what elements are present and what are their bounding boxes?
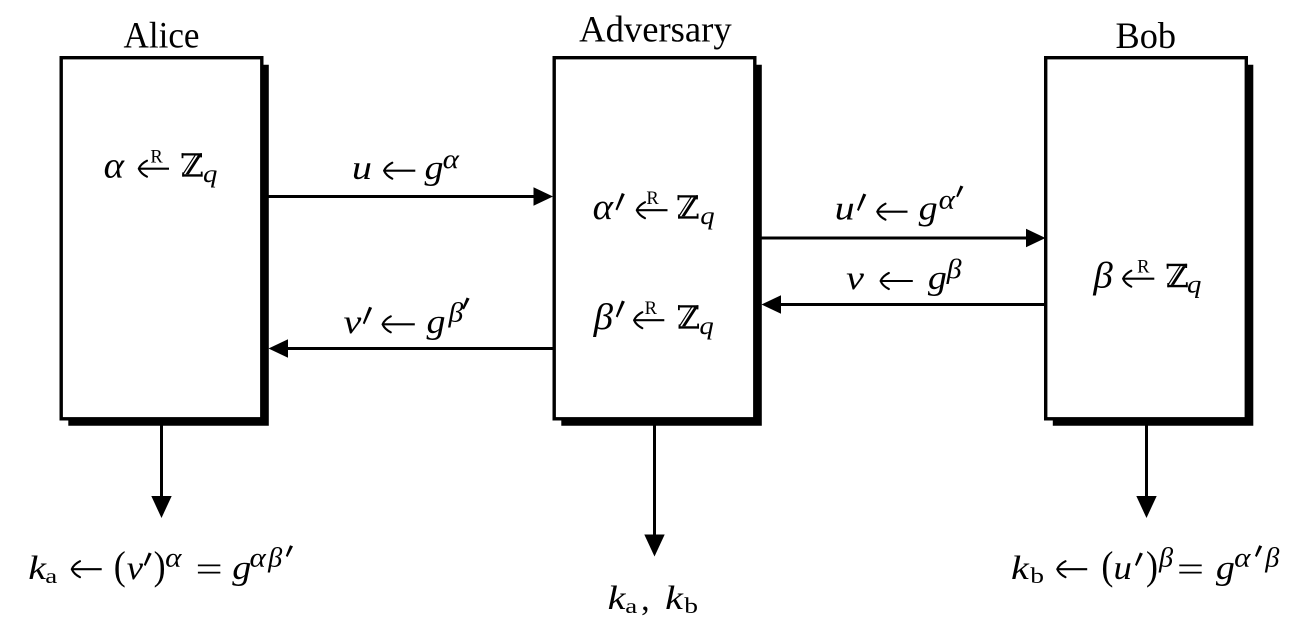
svg-text:=: = <box>1177 550 1204 590</box>
svg-text:β: β <box>267 542 282 572</box>
svg-text:k: k <box>28 550 47 587</box>
svg-text:v: v <box>127 548 144 586</box>
svg-text:a: a <box>625 594 637 618</box>
svg-text:q: q <box>699 312 713 340</box>
svg-text:α: α <box>165 543 182 573</box>
svg-text:g: g <box>919 189 938 227</box>
svg-text:b: b <box>684 594 698 618</box>
svg-text:α: α <box>939 185 956 215</box>
svg-text:u: u <box>1114 548 1132 586</box>
svg-text:): ) <box>1146 544 1158 588</box>
svg-text:g: g <box>928 259 947 297</box>
svg-text:,: , <box>641 581 650 618</box>
svg-text:R: R <box>645 299 658 319</box>
svg-text:β: β <box>1264 542 1279 572</box>
svg-text:=: = <box>196 550 223 590</box>
svg-text:(: ( <box>114 544 126 588</box>
svg-text:α: α <box>104 145 126 186</box>
svg-text:g: g <box>1216 549 1235 587</box>
svg-text:α: α <box>593 187 615 228</box>
svg-text:g: g <box>427 303 446 341</box>
svg-text:k: k <box>608 580 627 617</box>
svg-text:β: β <box>593 297 613 338</box>
svg-text:α: α <box>1234 543 1251 573</box>
svg-text:R: R <box>1137 258 1150 278</box>
svg-text:Bob: Bob <box>1116 15 1177 56</box>
svg-text:v: v <box>344 304 362 341</box>
svg-text:β: β <box>946 255 963 284</box>
svg-text:R: R <box>150 148 163 168</box>
svg-text:α: α <box>443 145 460 175</box>
svg-text:Adversary: Adversary <box>579 9 732 50</box>
svg-text:q: q <box>203 160 217 188</box>
svg-text:β: β <box>447 299 464 328</box>
svg-text:β: β <box>1158 542 1173 572</box>
svg-text:a: a <box>45 564 57 588</box>
svg-text:α: α <box>250 543 267 573</box>
svg-text:q: q <box>700 202 714 230</box>
svg-text:R: R <box>646 189 659 209</box>
svg-text:g: g <box>232 549 251 587</box>
svg-text:k: k <box>665 580 684 617</box>
svg-text:q: q <box>1187 270 1201 298</box>
svg-text:): ) <box>154 544 166 588</box>
svg-text:Alice: Alice <box>124 14 200 55</box>
svg-text:g: g <box>425 149 444 187</box>
svg-text:(: ( <box>1101 544 1113 588</box>
svg-text:b: b <box>1030 564 1044 588</box>
svg-text:β: β <box>1092 255 1112 296</box>
svg-text:u: u <box>835 190 855 227</box>
svg-text:v: v <box>846 260 864 297</box>
svg-text:k: k <box>1011 550 1030 587</box>
svg-text:u: u <box>352 150 372 187</box>
